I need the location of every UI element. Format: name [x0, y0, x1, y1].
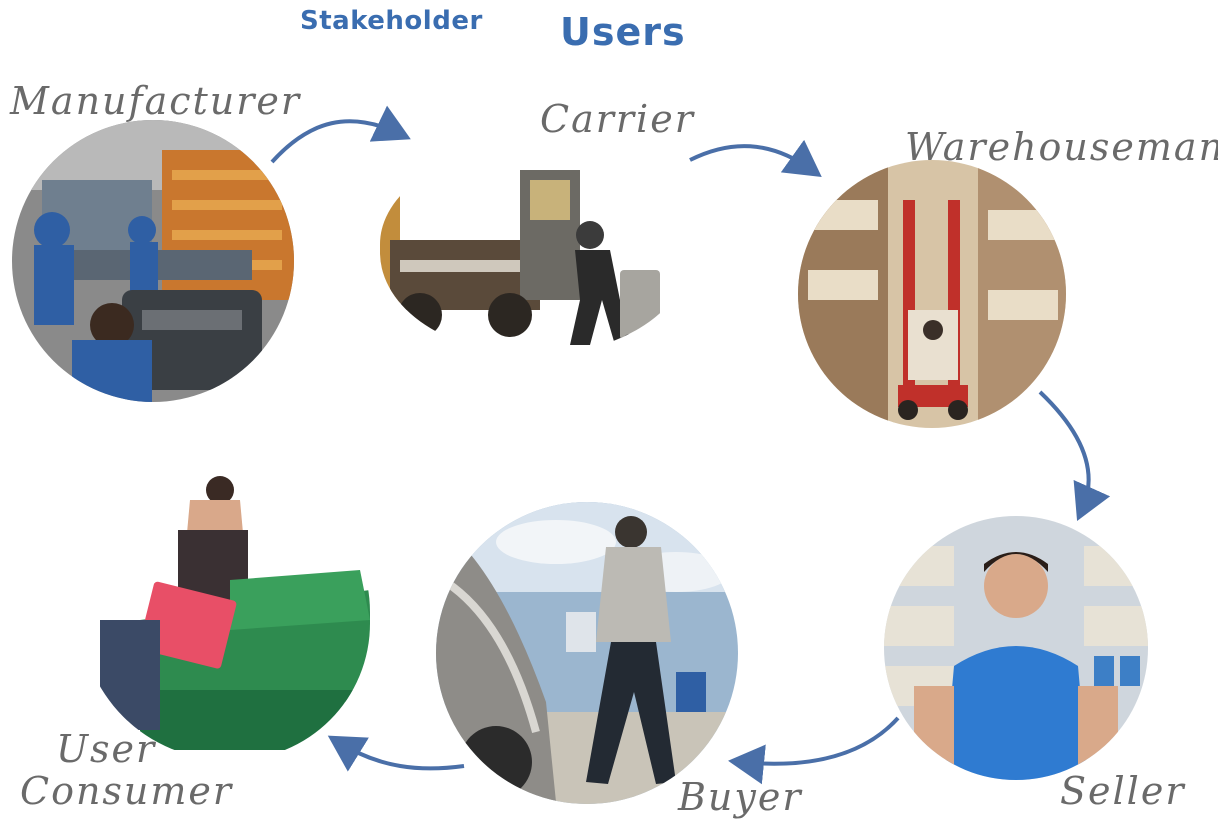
label-user: User	[56, 727, 157, 771]
label-carrier: Carrier	[540, 97, 695, 141]
label-consumer: Consumer	[20, 769, 234, 813]
store-clerk-photo-icon	[884, 516, 1148, 780]
warehouseman-image	[798, 160, 1066, 428]
car-shopper-photo-icon	[436, 502, 738, 804]
title-stakeholder: Stakeholder	[300, 6, 483, 36]
seller-image	[884, 516, 1148, 780]
factory-workers-photo-icon	[12, 120, 294, 402]
label-seller: Seller	[1060, 769, 1186, 813]
arrow-warehouseman-to-seller	[1038, 390, 1111, 521]
buyer-image	[436, 502, 738, 804]
consumer-image	[80, 470, 370, 760]
label-warehouseman: Warehouseman	[905, 125, 1218, 169]
warehouse-forklift-photo-icon	[798, 160, 1066, 428]
carrier-image	[380, 150, 690, 355]
delivery-truck-handtruck-photo-icon	[380, 150, 690, 355]
title-users: Users	[560, 10, 686, 54]
arrow-manufacturer-to-carrier	[270, 105, 411, 164]
consumer-bin-photo-icon	[80, 470, 370, 760]
label-buyer: Buyer	[678, 775, 803, 819]
arrow-buyer-to-consumer	[327, 735, 465, 772]
arrow-seller-to-buyer	[728, 716, 900, 785]
arrow-carrier-to-warehouseman	[689, 139, 822, 177]
label-manufacturer: Manufacturer	[10, 79, 302, 123]
manufacturer-image	[12, 120, 294, 402]
